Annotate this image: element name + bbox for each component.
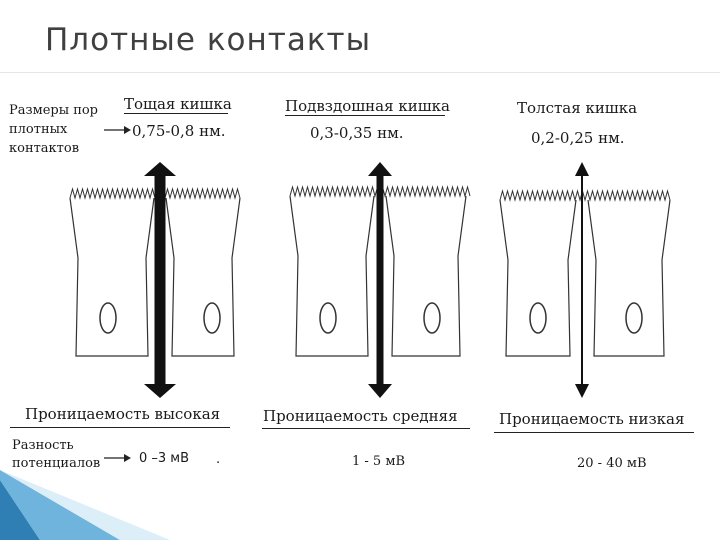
permeability-ileum-underline <box>262 428 470 429</box>
junction-arrow-head-top-1 <box>144 162 176 176</box>
potential-ileum: 1 - 5 мВ <box>352 454 405 469</box>
segment-jejunum-underline <box>124 113 228 114</box>
cell-left-2-nucleus <box>319 302 337 334</box>
segment-jejunum-title: Тощая кишка <box>124 95 232 113</box>
permeability-colon: Проницаемость низкая <box>499 410 685 428</box>
junction-arrow-head-top-3 <box>575 162 589 176</box>
permeability-ileum: Проницаемость средняя <box>263 407 458 425</box>
pore-size-jejunum: 0,75-0,8 нм. <box>132 122 226 140</box>
potential-jejunum: 0 –3 мВ <box>139 451 190 466</box>
page-title: Плотные контакты <box>45 22 372 58</box>
row-label-potential: Разность потенциалов <box>12 438 101 471</box>
pore-size-colon: 0,2-0,25 нм. <box>531 129 625 147</box>
cell-right-2-nucleus <box>423 302 441 334</box>
permeability-colon-underline <box>494 432 694 433</box>
segment-colon-title: Толстая кишка <box>517 99 638 117</box>
corner-decoration <box>0 470 170 540</box>
potential-pointer-head <box>124 454 131 462</box>
junction-arrow-head-bottom-3 <box>575 384 589 398</box>
potential-colon: 20 - 40 мВ <box>577 456 647 471</box>
cell-left-1-nucleus <box>99 302 117 334</box>
title-divider <box>0 72 720 73</box>
junction-arrow-head-bottom-1 <box>144 384 176 398</box>
cell-right-1-nucleus <box>203 302 221 334</box>
potential-jejunum-dot: . <box>216 452 221 467</box>
pore-pointer-head <box>124 126 131 134</box>
junction-arrow-head-bottom-2 <box>368 384 392 398</box>
microvilli-3 <box>499 189 671 202</box>
segment-ileum-title: Подвздошная кишка <box>285 97 450 115</box>
segment-ileum-underline <box>285 115 445 116</box>
cell-left-3 <box>499 199 577 357</box>
pore-size-ileum: 0,3-0,35 нм. <box>310 124 404 142</box>
cell-right-2 <box>385 195 467 357</box>
cell-left-1 <box>69 197 155 357</box>
corner-shape-light <box>0 470 170 540</box>
junction-arrow-head-top-2 <box>368 162 392 176</box>
cell-right-3 <box>587 199 671 357</box>
permeability-jejunum: Проницаемость высокая <box>25 405 221 423</box>
row-label-pore-size: Размеры пор плотных контактов <box>9 103 99 156</box>
cell-left-2 <box>289 195 375 357</box>
permeability-jejunum-underline <box>10 427 230 428</box>
cell-left-3-nucleus <box>529 302 547 334</box>
cell-right-3-nucleus <box>625 302 643 334</box>
cell-right-1 <box>165 197 241 357</box>
